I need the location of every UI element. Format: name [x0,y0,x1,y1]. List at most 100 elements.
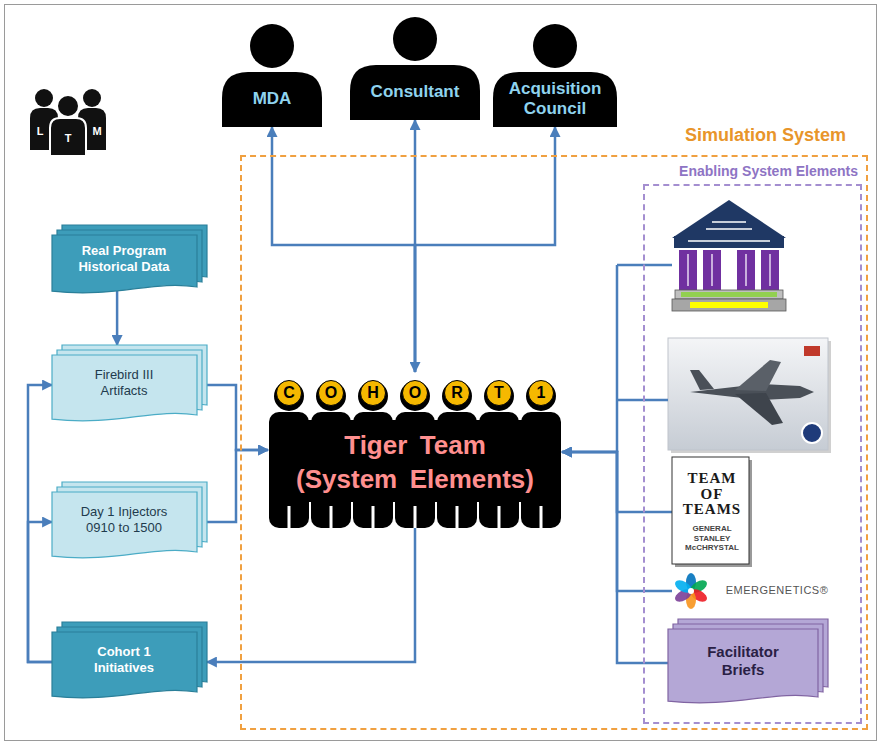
node-text: GENERAL STANLEY McCHRYSTAL [676,524,748,553]
text-block: Facilitator Briefs [693,643,793,679]
book-page [672,457,749,564]
node-text: Cohort 1 Initiatives [72,644,176,677]
node-text: TEAM OF TEAMS [676,471,748,518]
connector-arrow [207,385,268,450]
text-block: Simulation System [685,125,846,147]
cohort-letter: T [486,380,512,406]
aircraft-wing [735,393,783,425]
team-leg-gap [372,506,375,528]
team-leg-gap [498,506,501,528]
temple-band [681,292,777,297]
logo-center [688,588,694,594]
text-block: Acquisition Council [499,79,611,118]
team-head [442,381,472,411]
cohort-letter: C [276,380,302,406]
aircraft-tail [690,370,714,390]
connector-arrow [414,120,417,372]
text-block: Tiger Team (System Elements) [292,429,538,497]
node-text: EMERGENETICS® [714,584,840,597]
column-lines [688,254,770,286]
team-leg-gap [330,506,333,528]
document-page [52,355,197,421]
icon-letter: L [33,124,47,138]
document-stack: Cohort 1 Initiatives [52,622,207,702]
connector-arrow [415,127,555,372]
text-block: Enabling System Elements [679,163,858,180]
system-boundary: Enabling System ElementsTEAM OF TEAMSGEN… [643,184,862,724]
team-head [316,381,346,411]
aircraft-photo [668,338,831,453]
person-icon: Consultant [350,15,480,120]
cohort-letter: H [360,380,386,406]
book-cover: TEAM OF TEAMS GENERAL STANLEY McCHRYSTAL [672,457,752,567]
photo-badge [804,346,820,356]
region-heading: Enabling System Elements [679,163,858,180]
person-head [57,95,79,117]
document-page [668,629,818,703]
outer-frame [5,5,877,741]
cohort-letter: 1 [528,380,554,406]
person-body [493,72,617,127]
node-text: Day 1 Injectors 0910 to 1500 [72,504,176,537]
photo-seal [802,423,822,443]
person-body [50,118,86,156]
team-head [400,381,430,411]
text-block: MDA [228,89,316,109]
node-text: MDA [228,89,316,109]
photo-frame [668,338,828,450]
team-leg-gap [456,506,459,528]
region-heading: Simulation System [685,125,846,147]
node-text: Tiger Team (System Elements) [292,429,538,497]
person-outline [350,15,480,120]
document-page [52,632,197,698]
text-block: Day 1 Injectors 0910 to 1500 [72,504,176,537]
person-head [83,89,101,107]
connector-group [28,120,672,663]
team-leg-gap [414,506,417,528]
node-text: Real Program Historical Data [72,243,176,276]
person-head [250,24,294,68]
temple-roof [672,200,786,238]
connector-arrow [28,385,52,662]
person-icon: MDA [222,22,322,127]
aircraft-wing [735,360,781,391]
temple-band [690,302,768,308]
logo-petal [673,578,694,596]
connector-arrow [272,127,415,372]
document-page [52,235,197,293]
document-stack: Firebird III Artifacts [52,345,207,425]
temple-illustration [672,200,786,311]
team-leg-gap [540,506,543,528]
text-block: Cohort 1 Initiatives [72,644,176,677]
team-head [358,381,388,411]
temple-step [675,290,783,299]
person-head [533,24,577,68]
text-block: TEAM OF TEAMS GENERAL STANLEY McCHRYSTAL [676,471,748,553]
node-text: Consultant [356,82,474,102]
text-block: Firebird III Artifacts [72,367,176,400]
node-text: Firebird III Artifacts [72,367,176,400]
document-stack: Real Program Historical Data [52,225,207,297]
connector-arrow [116,291,119,345]
node-text: Acquisition Council [499,79,611,118]
cohort-letter: R [444,380,470,406]
person-body [350,65,480,120]
team-leg-gap [288,506,291,528]
node-text: Facilitator Briefs [693,643,793,679]
icon-letter: M [90,124,104,138]
connector-arrow [28,522,52,662]
person-icon: Acquisition Council [493,22,617,127]
connector-arrow [207,450,268,522]
team-head [274,381,304,411]
text-block: Consultant [356,82,474,102]
logo: EMERGENETICS® [672,571,842,611]
text-block: EMERGENETICS® [714,584,840,597]
team-band [270,420,560,502]
leadership-team-icon [30,89,106,156]
person-outline [222,22,322,127]
cohort-letter: O [402,380,428,406]
team-head [484,381,514,411]
